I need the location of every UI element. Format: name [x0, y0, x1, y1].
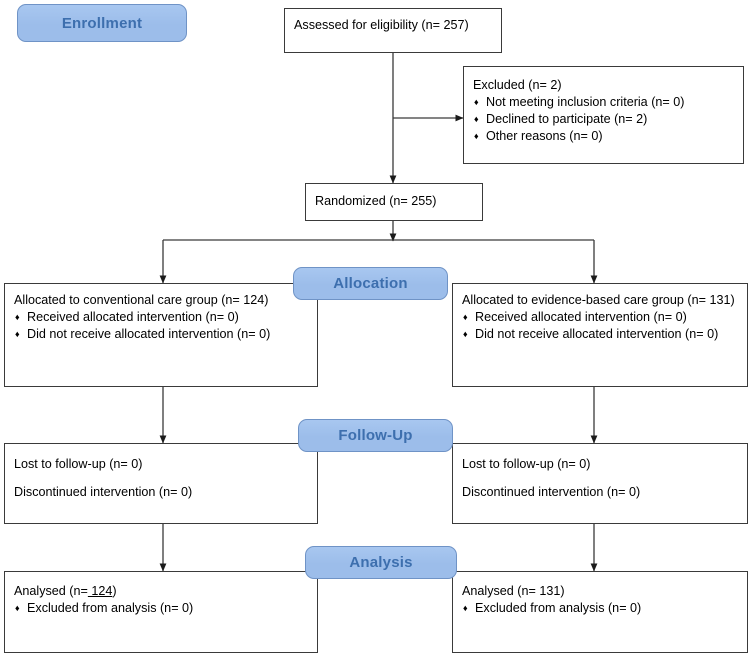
- allocation-right-item-label: Did not receive allocated intervention (…: [475, 327, 719, 341]
- box-randomized: Randomized (n= 255): [305, 183, 483, 221]
- box-excluded: Excluded (n= 2) ♦ Not meeting inclusion …: [463, 66, 744, 164]
- stage-badge-followup: Follow-Up: [298, 419, 453, 452]
- excluded-item: ♦ Other reasons (n= 0): [473, 128, 734, 145]
- allocation-left-item: ♦ Received allocated intervention (n= 0): [14, 309, 308, 326]
- allocation-left-heading: Allocated to conventional care group (n=…: [14, 293, 269, 307]
- analysis-right-heading: Analysed (n= 131): [462, 584, 565, 598]
- analysis-left-item-label: Excluded from analysis (n= 0): [27, 601, 194, 615]
- stage-badge-followup-label: Follow-Up: [338, 427, 413, 444]
- stage-badge-allocation-label: Allocation: [333, 275, 408, 292]
- allocation-left-item-label: Received allocated intervention (n= 0): [27, 310, 239, 324]
- diamond-bullet-icon: ♦: [474, 131, 479, 141]
- diamond-bullet-icon: ♦: [463, 603, 468, 613]
- stage-badge-enrollment-label: Enrollment: [61, 14, 143, 32]
- box-analysis-evidence-based-care: Analysed (n= 131) ♦ Excluded from analys…: [452, 571, 748, 653]
- followup-right-line1: Lost to follow-up (n= 0): [462, 457, 591, 471]
- analysis-left-heading-value: 124: [87, 584, 113, 598]
- excluded-item-label: Not meeting inclusion criteria (n= 0): [486, 95, 685, 109]
- box-allocation-conventional-care: Allocated to conventional care group (n=…: [4, 283, 318, 387]
- excluded-item-label: Declined to participate (n= 2): [486, 112, 648, 126]
- analysis-left-heading-prefix: Analysed (n=: [14, 584, 88, 598]
- followup-left-line1: Lost to follow-up (n= 0): [14, 457, 143, 471]
- allocation-right-item: ♦ Received allocated intervention (n= 0): [462, 309, 738, 326]
- analysis-right-item-label: Excluded from analysis (n= 0): [475, 601, 642, 615]
- stage-badge-analysis: Analysis: [305, 546, 457, 579]
- diamond-bullet-icon: ♦: [15, 312, 20, 322]
- spacer: [462, 473, 738, 484]
- randomized-text: Randomized (n= 255): [315, 194, 437, 208]
- diamond-bullet-icon: ♦: [474, 97, 479, 107]
- excluded-item: ♦ Declined to participate (n= 2): [473, 111, 734, 128]
- stage-badge-allocation: Allocation: [293, 267, 448, 300]
- excluded-item-label: Other reasons (n= 0): [486, 129, 603, 143]
- excluded-heading: Excluded (n= 2): [473, 78, 562, 92]
- box-allocation-evidence-based-care: Allocated to evidence-based care group (…: [452, 283, 748, 387]
- spacer: [14, 473, 308, 484]
- allocation-left-item: ♦ Did not receive allocated intervention…: [14, 326, 308, 343]
- assessed-text: Assessed for eligibility (n= 257): [294, 18, 469, 32]
- analysis-left-heading-suffix: ): [112, 584, 117, 598]
- box-assessed-for-eligibility: Assessed for eligibility (n= 257): [284, 8, 502, 53]
- stage-badge-enrollment: Enrollment: [17, 4, 187, 42]
- diamond-bullet-icon: ♦: [463, 312, 468, 322]
- allocation-right-heading: Allocated to evidence-based care group (…: [462, 293, 735, 307]
- allocation-left-item-label: Did not receive allocated intervention (…: [27, 327, 271, 341]
- analysis-left-item: ♦ Excluded from analysis (n= 0): [14, 600, 308, 617]
- diamond-bullet-icon: ♦: [15, 603, 20, 613]
- excluded-item: ♦ Not meeting inclusion criteria (n= 0): [473, 94, 734, 111]
- box-analysis-conventional-care: Analysed (n= 124) ♦ Excluded from analys…: [4, 571, 318, 653]
- analysis-left-heading: Analysed (n= 124): [14, 583, 308, 600]
- diamond-bullet-icon: ♦: [463, 329, 468, 339]
- stage-badge-analysis-label: Analysis: [349, 554, 413, 571]
- allocation-right-item-label: Received allocated intervention (n= 0): [475, 310, 687, 324]
- allocation-right-item: ♦ Did not receive allocated intervention…: [462, 326, 738, 343]
- diamond-bullet-icon: ♦: [15, 329, 20, 339]
- diamond-bullet-icon: ♦: [474, 114, 479, 124]
- analysis-right-item: ♦ Excluded from analysis (n= 0): [462, 600, 738, 617]
- box-followup-conventional-care: Lost to follow-up (n= 0) Discontinued in…: [4, 443, 318, 524]
- followup-left-line2: Discontinued intervention (n= 0): [14, 485, 193, 499]
- followup-right-line2: Discontinued intervention (n= 0): [462, 485, 641, 499]
- box-followup-evidence-based-care: Lost to follow-up (n= 0) Discontinued in…: [452, 443, 748, 524]
